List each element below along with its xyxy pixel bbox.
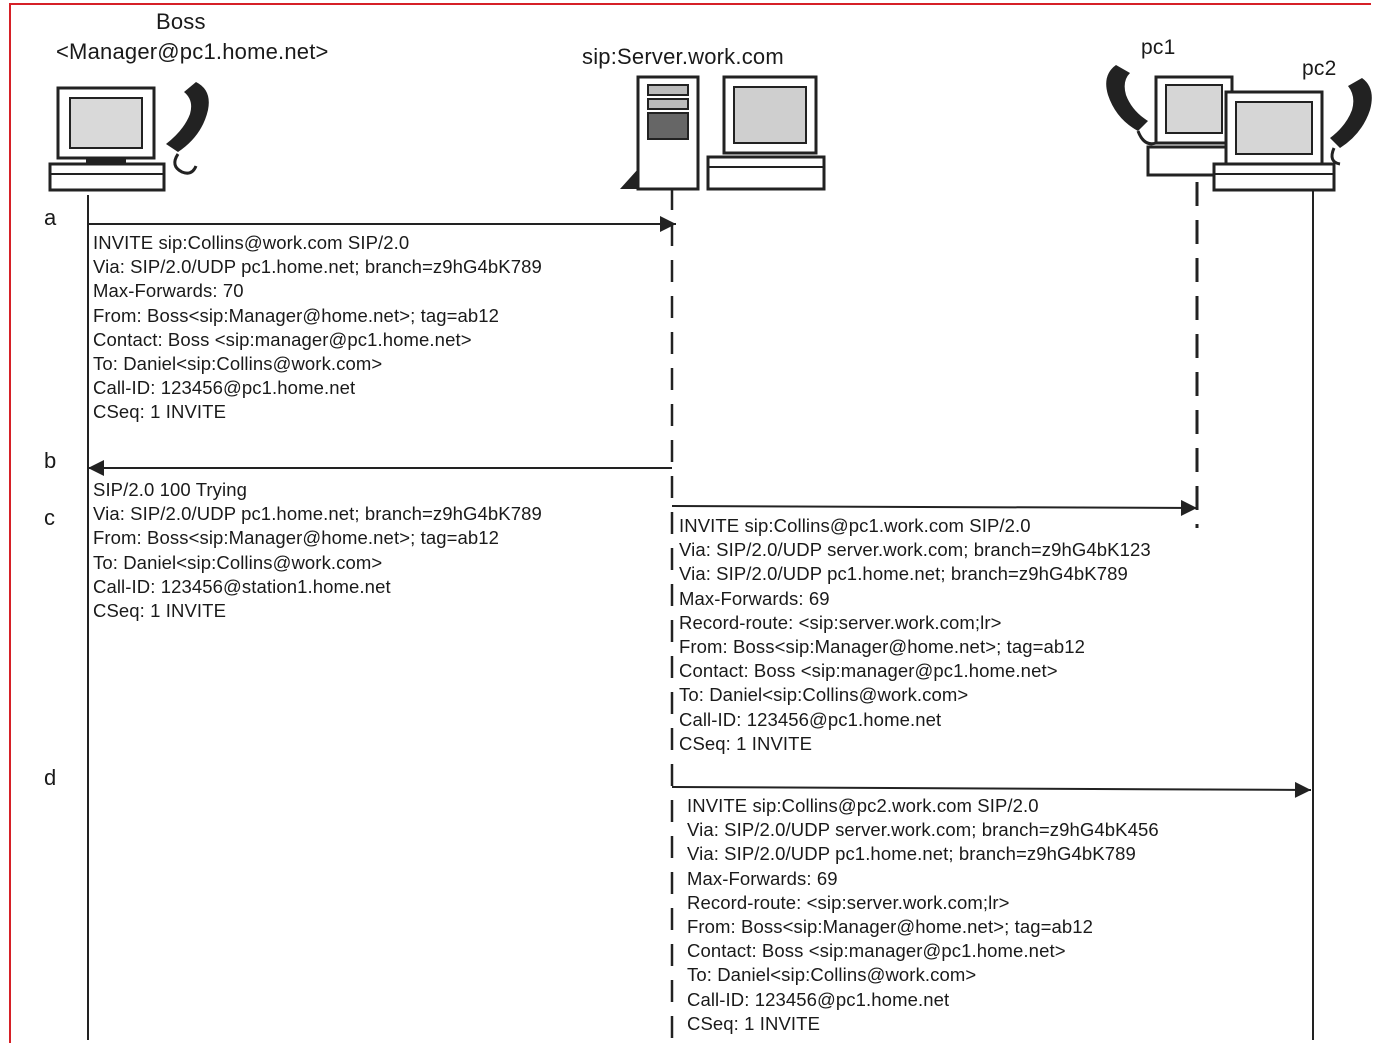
message-c-line: To: Daniel<sip:Collins@work.com>: [679, 684, 969, 706]
arrow-c: [671, 499, 1198, 516]
step-d-label: d: [44, 765, 57, 790]
pc1-label: pc1: [1141, 36, 1176, 59]
message-c-line: Record-route: <sip:server.work.com;lr>: [679, 611, 1002, 633]
message-c-line: From: Boss<sip:Manager@home.net>; tag=ab…: [679, 635, 1086, 657]
message-b-line: From: Boss<sip:Manager@home.net>; tag=ab…: [93, 527, 500, 549]
arrow-d: [671, 781, 1312, 798]
message-d-line: Call-ID: 123456@pc1.home.net: [687, 988, 950, 1010]
message-d-line: From: Boss<sip:Manager@home.net>; tag=ab…: [687, 915, 1094, 937]
message-c-line: CSeq: 1 INVITE: [679, 732, 813, 754]
message-c-line: Contact: Boss <sip:manager@pc1.home.net>: [679, 660, 1058, 682]
message-c-line: Via: SIP/2.0/UDP server.work.com; branch…: [679, 539, 1151, 561]
message-d-line: Record-route: <sip:server.work.com;lr>: [687, 891, 1010, 913]
message-d: INVITE sip:Collins@pc2.work.com SIP/2.0 …: [687, 794, 1159, 1036]
message-a-line: To: Daniel<sip:Collins@work.com>: [93, 352, 383, 374]
message-b-line: CSeq: 1 INVITE: [93, 599, 227, 621]
message-c-line: Call-ID: 123456@pc1.home.net: [679, 708, 942, 730]
boss-computer-phone-icon: [48, 82, 209, 192]
message-d-line: Max-Forwards: 69: [687, 867, 838, 889]
message-c: INVITE sip:Collins@pc1.work.com SIP/2.0 …: [679, 514, 1151, 756]
message-b-line: Call-ID: 123456@station1.home.net: [93, 575, 391, 597]
message-a-line: Contact: Boss <sip:manager@pc1.home.net>: [93, 328, 472, 350]
message-a-line: Call-ID: 123456@pc1.home.net: [93, 377, 356, 399]
message-d-line: Via: SIP/2.0/UDP pc1.home.net; branch=z9…: [687, 843, 1136, 865]
pc1-computer-phone-icon: [1106, 65, 1240, 177]
message-c-line: Max-Forwards: 69: [679, 587, 830, 609]
message-a: INVITE sip:Collins@work.com SIP/2.0 Via:…: [93, 231, 542, 425]
step-b-label: b: [44, 448, 57, 473]
message-b: SIP/2.0 100 Trying Via: SIP/2.0/UDP pc1.…: [93, 478, 542, 623]
message-d-line: CSeq: 1 INVITE: [687, 1012, 821, 1034]
message-d-line: To: Daniel<sip:Collins@work.com>: [687, 964, 977, 986]
boss-name-label: Boss: [156, 9, 206, 34]
message-c-line: INVITE sip:Collins@pc1.work.com SIP/2.0: [679, 515, 1031, 536]
server-tower-monitor-icon: [620, 75, 826, 191]
message-a-line: Max-Forwards: 70: [93, 280, 244, 302]
message-d-line: Via: SIP/2.0/UDP server.work.com; branch…: [687, 819, 1159, 841]
message-d-line: Contact: Boss <sip:manager@pc1.home.net>: [687, 940, 1066, 962]
message-b-line: SIP/2.0 100 Trying: [93, 479, 248, 500]
message-a-line: Via: SIP/2.0/UDP pc1.home.net; branch=z9…: [93, 256, 542, 278]
message-d-line: INVITE sip:Collins@pc2.work.com SIP/2.0: [687, 795, 1039, 816]
figure-frame: [9, 3, 1371, 1043]
pc2-label: pc2: [1302, 57, 1337, 80]
message-a-line: From: Boss<sip:Manager@home.net>; tag=ab…: [93, 304, 500, 326]
step-c-label: c: [44, 505, 55, 530]
message-c-line: Via: SIP/2.0/UDP pc1.home.net; branch=z9…: [679, 563, 1128, 585]
server-label: sip:Server.work.com: [582, 44, 784, 69]
message-a-line: INVITE sip:Collins@work.com SIP/2.0: [93, 232, 410, 253]
message-b-line: To: Daniel<sip:Collins@work.com>: [93, 551, 383, 573]
message-a-line: CSeq: 1 INVITE: [93, 401, 227, 423]
step-a-label: a: [44, 205, 57, 230]
message-b-line: Via: SIP/2.0/UDP pc1.home.net; branch=z9…: [93, 503, 542, 525]
pc2-computer-phone-icon: [1212, 78, 1372, 192]
boss-uri-label: <Manager@pc1.home.net>: [56, 39, 329, 64]
